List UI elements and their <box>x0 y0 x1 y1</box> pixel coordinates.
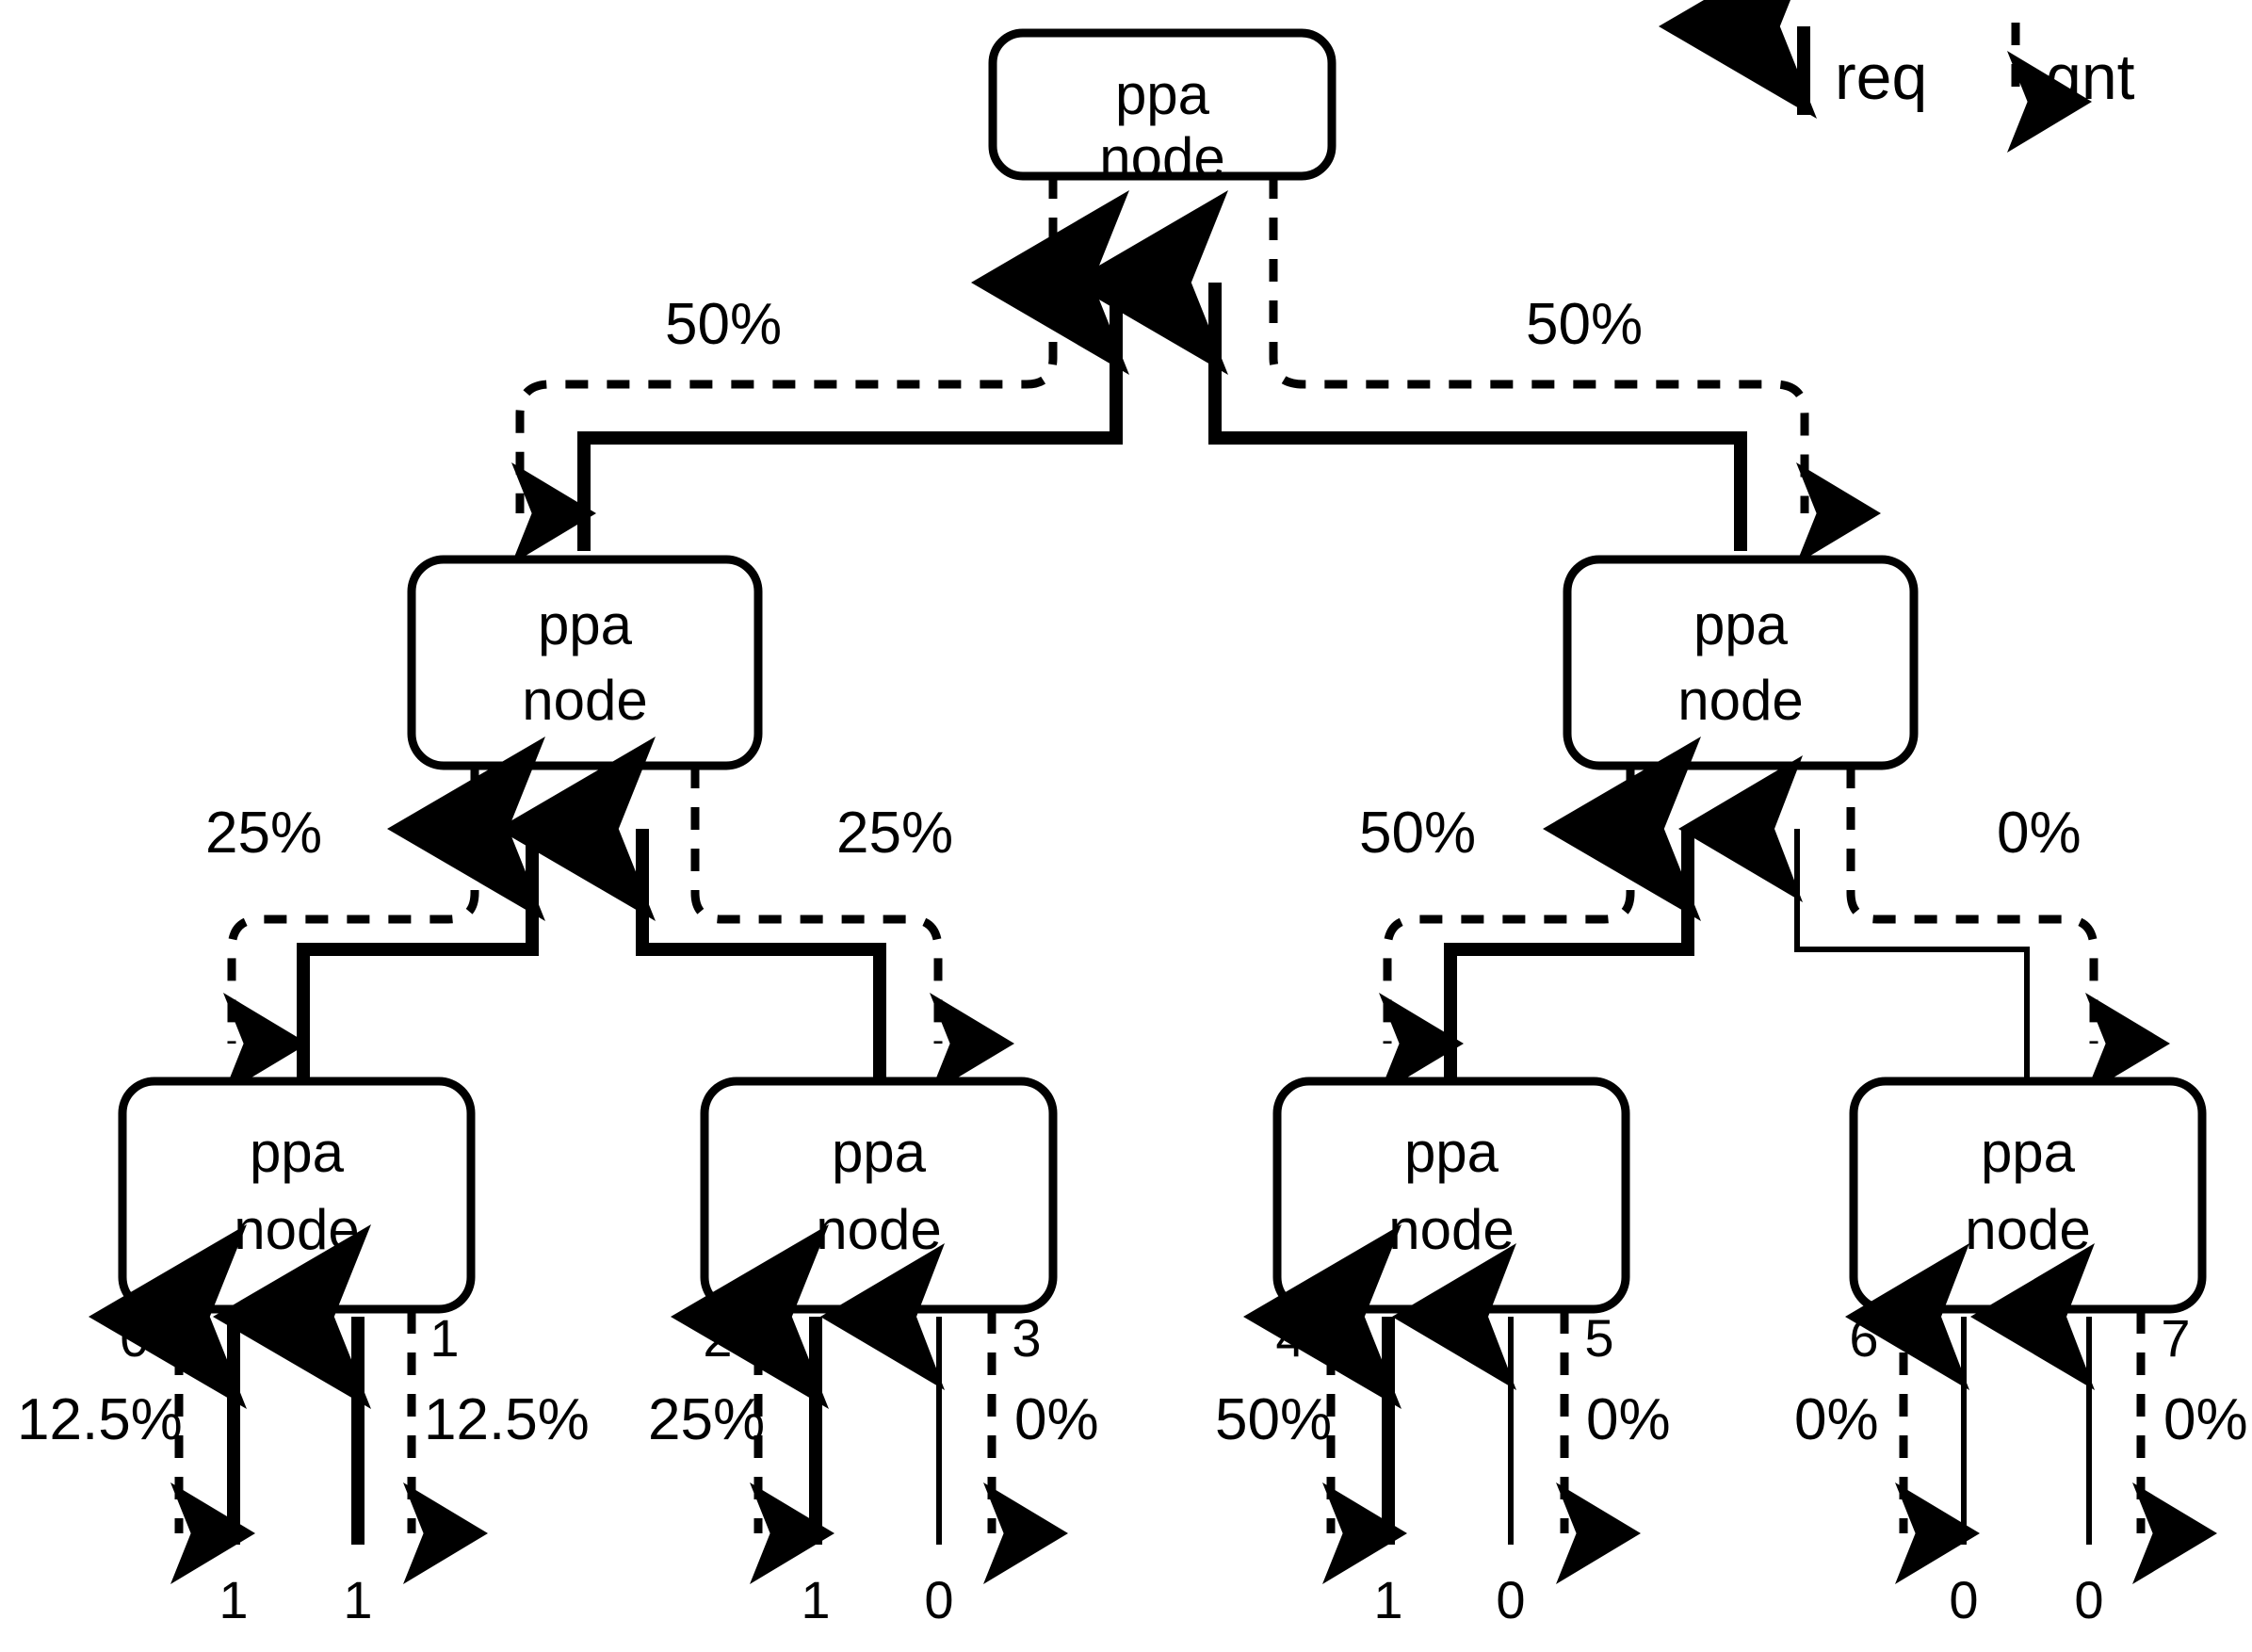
input-index-2: 2 <box>703 1308 732 1368</box>
input-value-3: 0 <box>924 1570 953 1629</box>
input-value-4: 1 <box>1373 1570 1402 1629</box>
input-value-1: 1 <box>343 1570 372 1629</box>
node-root[interactable]: ppa node <box>988 28 1337 189</box>
percent-level2-left-left: 25% <box>205 801 322 866</box>
legend-gnt-label: gnt <box>2046 41 2135 113</box>
input-percent-7: 0% <box>2163 1387 2248 1452</box>
percent-level1-right: 50% <box>1526 292 1643 357</box>
legend-req-label: req <box>1835 41 1927 113</box>
gnt-line-midright-to-leaf2 <box>1379 766 1635 1094</box>
node-mid-right-box[interactable] <box>1563 555 1919 770</box>
input-index-0: 0 <box>120 1308 149 1368</box>
node-leaf-2-line1: ppa <box>1404 1121 1499 1184</box>
req-line-midright-from-leaf2 <box>1444 737 1701 1088</box>
node-mid-right-line2: node <box>1677 669 1803 732</box>
gnt-line-midleft-to-leaf1 <box>690 766 1014 1094</box>
node-mid-left[interactable]: ppa node <box>407 555 763 770</box>
node-root-line2: node <box>1099 126 1224 189</box>
input-index-7: 7 <box>2161 1308 2190 1368</box>
input-value-7: 0 <box>2074 1570 2103 1629</box>
node-leaf-0-line2: node <box>234 1198 359 1261</box>
gnt-line-midleft-to-leaf0 <box>223 766 479 1094</box>
node-mid-left-box[interactable] <box>407 555 763 770</box>
node-leaf-0-box[interactable] <box>118 1077 476 1314</box>
node-leaf-1-box[interactable] <box>700 1077 1058 1314</box>
node-leaf-3[interactable]: ppa node <box>1849 1077 2207 1314</box>
gnt-line-root-right <box>1269 176 1881 564</box>
input-index-6: 6 <box>1849 1308 1878 1368</box>
node-leaf-1[interactable]: ppa node <box>700 1077 1058 1314</box>
gnt-line-root-left <box>511 176 1058 564</box>
percent-level2-right-left: 50% <box>1359 801 1476 866</box>
node-leaf-0-line1: ppa <box>250 1121 345 1184</box>
req-line-root-left <box>577 190 1129 551</box>
node-leaf-2-line2: node <box>1388 1198 1514 1261</box>
node-root-line1: ppa <box>1115 63 1210 126</box>
input-index-1: 1 <box>429 1308 459 1368</box>
node-leaf-2-box[interactable] <box>1272 1077 1630 1314</box>
node-leaf-0[interactable]: ppa node <box>118 1077 476 1314</box>
input-value-6: 0 <box>1949 1570 1978 1629</box>
req-line-midright-from-leaf3 <box>1678 755 2030 1088</box>
input-percent-1: 12.5% <box>424 1387 590 1452</box>
req-line-midleft-from-leaf1 <box>497 737 886 1088</box>
gnt-line-midright-to-leaf3 <box>1846 766 2170 1094</box>
node-mid-right[interactable]: ppa node <box>1563 555 1919 770</box>
req-line-midleft-from-leaf0 <box>297 737 545 1088</box>
node-root-box[interactable] <box>988 28 1337 181</box>
input-value-5: 0 <box>1496 1570 1525 1629</box>
node-leaf-2[interactable]: ppa node <box>1272 1077 1630 1314</box>
percent-level2-left-right: 25% <box>836 801 953 866</box>
input-percent-5: 0% <box>1586 1387 1671 1452</box>
node-leaf-3-line2: node <box>1965 1198 2090 1261</box>
input-percent-6: 0% <box>1794 1387 1879 1452</box>
percent-level2-right-right: 0% <box>1997 801 2082 866</box>
legend: req gnt <box>1659 0 2135 153</box>
input-percent-0: 12.5% <box>17 1387 183 1452</box>
input-value-2: 1 <box>801 1570 830 1629</box>
node-mid-left-line2: node <box>522 669 647 732</box>
input-index-3: 3 <box>1012 1308 1041 1368</box>
input-value-0: 1 <box>219 1570 248 1629</box>
node-leaf-3-line1: ppa <box>1981 1121 2076 1184</box>
node-leaf-1-line1: ppa <box>832 1121 927 1184</box>
node-leaf-3-box[interactable] <box>1849 1077 2207 1314</box>
node-mid-left-line1: ppa <box>538 593 633 656</box>
input-index-5: 5 <box>1584 1308 1613 1368</box>
input-percent-4: 50% <box>1215 1387 1332 1452</box>
node-mid-right-line1: ppa <box>1693 593 1789 656</box>
input-index-4: 4 <box>1275 1308 1304 1368</box>
node-leaf-1-line2: node <box>816 1198 941 1261</box>
req-line-root-right <box>1070 190 1747 551</box>
percent-level1-left: 50% <box>665 292 782 357</box>
input-percent-3: 0% <box>1014 1387 1099 1452</box>
input-percent-2: 25% <box>648 1387 765 1452</box>
